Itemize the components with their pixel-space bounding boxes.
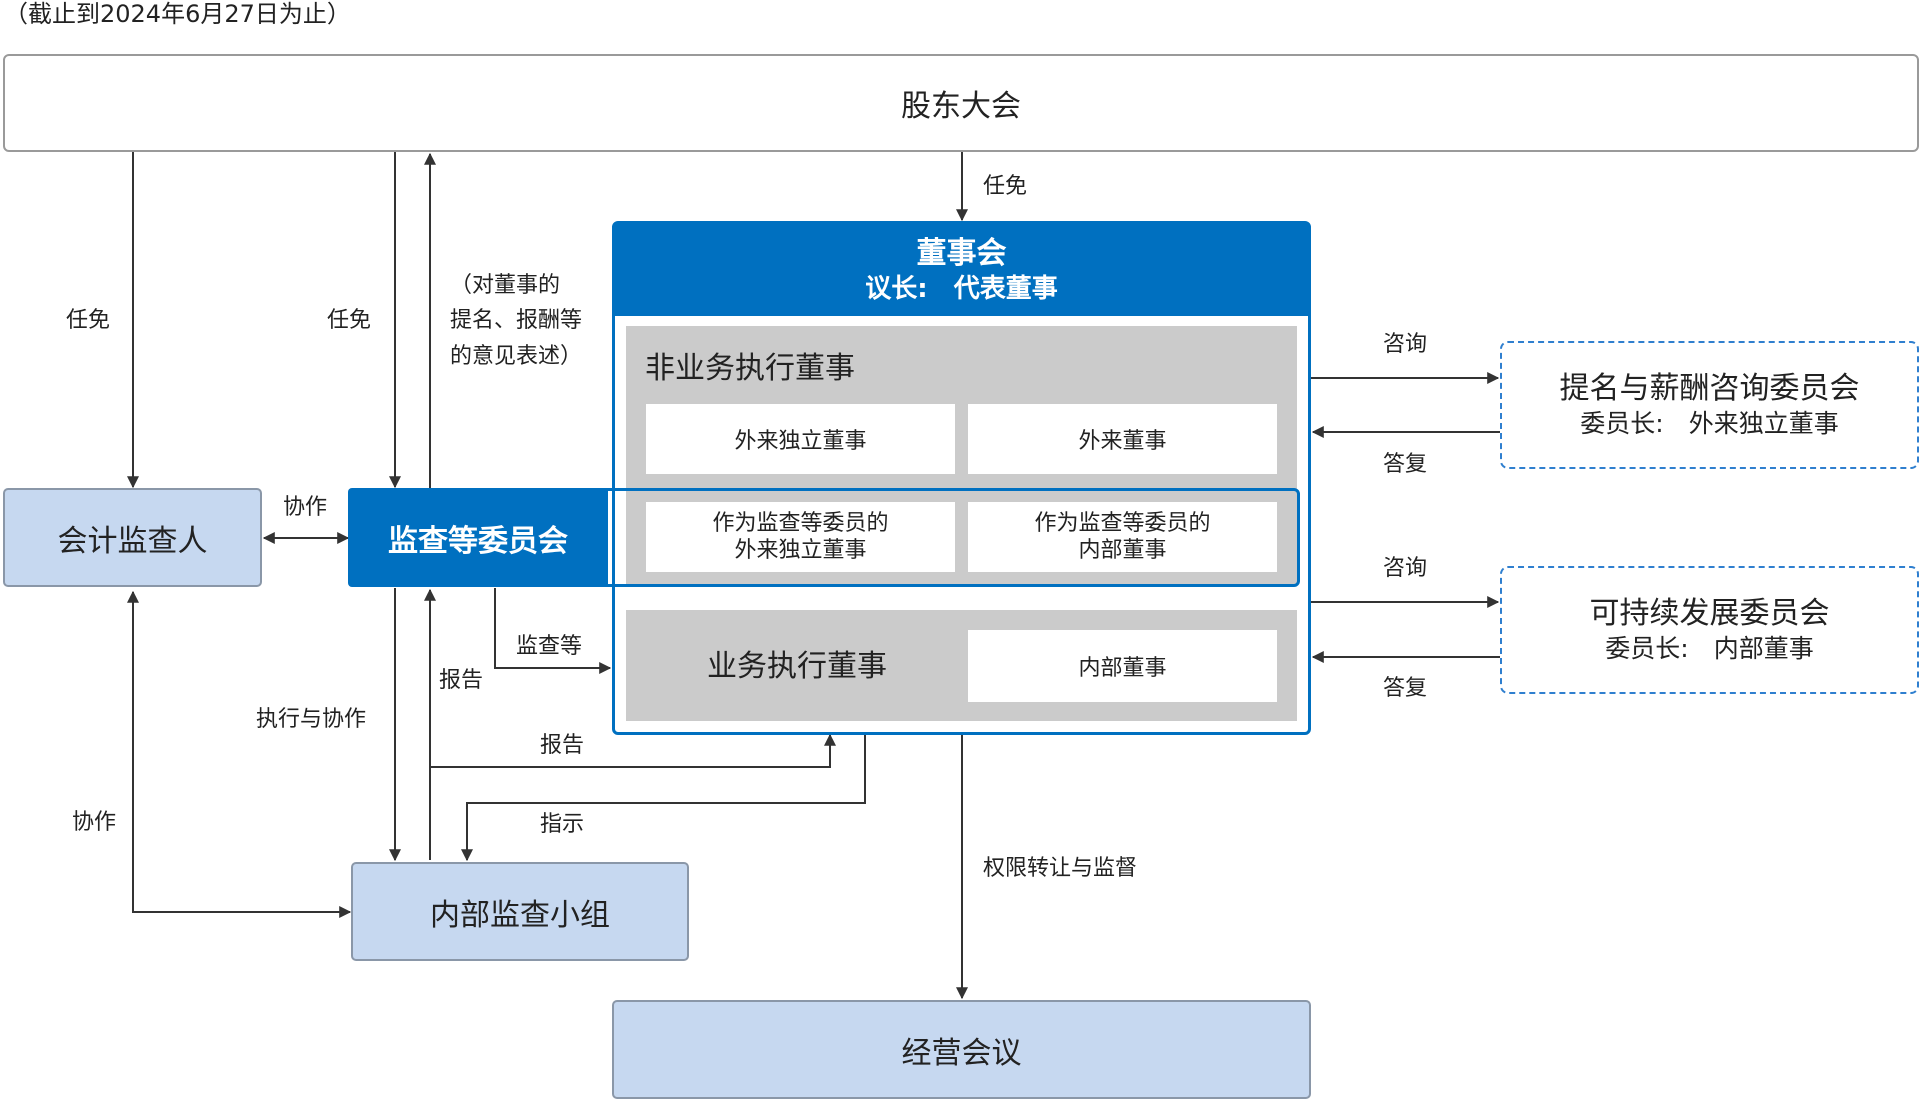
arrow-internal-audit-report-to-board xyxy=(430,733,836,768)
label-delegate-supervise: 权限转让与监督 xyxy=(983,856,1138,881)
non-executive-title: 非业务执行董事 xyxy=(645,351,855,386)
board-header: 董事会 议长: 代表董事 xyxy=(615,224,1308,316)
internal-director-label: 内部董事 xyxy=(1078,656,1167,681)
outside-director-cell: 外来董事 xyxy=(968,404,1277,474)
label-appoint-auditor: 任免 xyxy=(66,308,111,333)
management-meeting-box: 经营会议 xyxy=(612,1000,1311,1099)
shareholders-box: 股东大会 xyxy=(3,54,1919,152)
outside-director-label: 外来董事 xyxy=(1078,429,1167,454)
accounting-auditor-box: 会计监查人 xyxy=(3,488,262,587)
label-report-audit-committee: 报告 xyxy=(439,668,484,693)
board-chair: 议长: 代表董事 xyxy=(865,273,1058,304)
date-note: （截止到2024年6月27日为止） xyxy=(4,0,351,28)
nomination-committee-box: 提名与薪酬咨询委员会 委员长: 外来独立董事 xyxy=(1500,341,1919,469)
label-opinion-line2: 提名、报酬等 xyxy=(450,308,583,333)
label-report-board: 报告 xyxy=(540,733,585,758)
label-opinion-line3: 的意见表述） xyxy=(450,344,583,369)
arrow-board-instruct-internal-audit xyxy=(461,735,866,862)
outside-independent-director-cell: 外来独立董事 xyxy=(646,404,955,474)
accounting-auditor-label: 会计监查人 xyxy=(57,523,208,559)
audit-committee-label: 监查等委员会 xyxy=(388,523,568,559)
label-consult-sustainability: 咨询 xyxy=(1383,556,1428,581)
ac-internal-cell: 作为监查等委员的 内部董事 xyxy=(968,502,1277,572)
label-instruct: 指示 xyxy=(540,812,585,837)
shareholders-label: 股东大会 xyxy=(901,89,1021,124)
arrow-auditor-internal-audit xyxy=(127,590,352,918)
label-reply-sustainability: 答复 xyxy=(1383,676,1428,701)
internal-audit-box: 内部监查小组 xyxy=(351,862,689,961)
ac-outside-independent-line1: 作为监查等委员的 xyxy=(712,510,889,536)
ac-outside-independent-line2: 外来独立董事 xyxy=(734,538,867,563)
internal-audit-label: 内部监查小组 xyxy=(430,897,610,933)
label-execute-cooperate: 执行与协作 xyxy=(256,707,367,732)
label-opinion-line1: （对董事的 xyxy=(450,273,561,298)
nomination-committee-chair: 委员长: 外来独立董事 xyxy=(1580,409,1839,439)
label-cooperate-auditor-internal-audit: 协作 xyxy=(72,810,117,835)
internal-director-cell: 内部董事 xyxy=(968,630,1277,702)
label-appoint-board: 任免 xyxy=(983,174,1028,199)
ac-internal-line1: 作为监查等委员的 xyxy=(1034,510,1211,536)
label-appoint-audit-committee: 任免 xyxy=(327,308,372,333)
executive-title: 业务执行董事 xyxy=(707,649,887,684)
board-title: 董事会 xyxy=(916,236,1007,271)
label-cooperate-auditor-ac: 协作 xyxy=(283,495,328,520)
label-audit-etc: 监查等 xyxy=(516,634,583,659)
label-consult-nomination: 咨询 xyxy=(1383,332,1428,357)
arrow-audit-committee-to-board xyxy=(494,588,612,674)
ac-outside-independent-cell: 作为监查等委员的 外来独立董事 xyxy=(646,502,955,572)
sustainability-committee-title: 可持续发展委员会 xyxy=(1589,596,1830,632)
audit-committee-box: 监查等委员会 xyxy=(348,488,608,587)
nomination-committee-title: 提名与薪酬咨询委员会 xyxy=(1559,371,1860,407)
management-meeting-label: 经营会议 xyxy=(901,1035,1022,1071)
ac-internal-line2: 内部董事 xyxy=(1078,538,1167,563)
outside-independent-director-label: 外来独立董事 xyxy=(734,429,867,454)
audit-committee-member-outline xyxy=(348,488,1300,587)
sustainability-committee-chair: 委员长: 内部董事 xyxy=(1605,634,1814,664)
label-reply-nomination: 答复 xyxy=(1383,452,1428,477)
sustainability-committee-box: 可持续发展委员会 委员长: 内部董事 xyxy=(1500,566,1919,694)
